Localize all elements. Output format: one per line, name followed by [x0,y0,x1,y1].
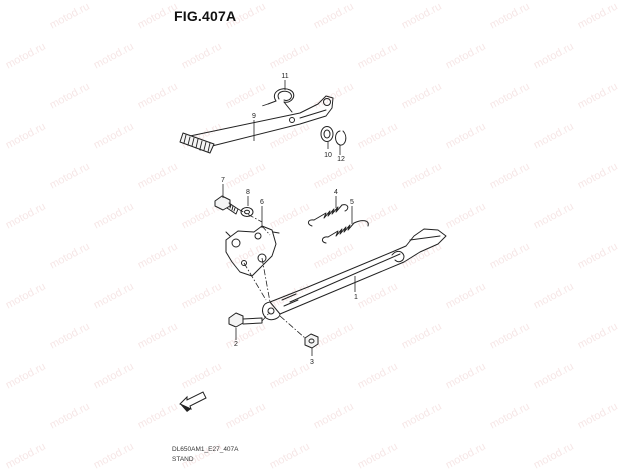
callout-4: 4 [334,189,338,196]
washer-10 [320,126,334,142]
stand-bracket [225,225,280,277]
callout-3: 3 [310,359,314,366]
spring-inner [321,220,369,244]
callout-10: 10 [324,152,332,159]
figure-caption: STAND [172,456,194,463]
callout-5: 5 [350,199,354,206]
callout-11: 11 [281,73,288,80]
figure-code: DL650AM1_E27_407A [172,446,239,453]
callout-8: 8 [246,189,250,196]
callout-6: 6 [260,199,264,206]
leader-lines [222,80,356,356]
callout-labels: 1 2 3 4 5 6 7 8 9 10 11 12 [221,73,358,366]
callout-1: 1 [354,294,358,301]
bolt-7 [214,195,239,215]
stand-pivot-bolt [228,312,263,328]
callout-2: 2 [234,341,238,348]
figure-title: FIG.407A [174,8,237,24]
side-stand [262,228,447,321]
return-spring [267,88,295,113]
brake-pedal [179,95,334,154]
front-direction-arrow-icon [179,391,207,412]
snap-ring-12 [335,130,347,146]
callout-12: 12 [337,156,345,163]
washer-8 [240,207,254,217]
assembly-lines [237,103,306,339]
callout-9: 9 [252,113,256,120]
nut-3 [304,333,319,349]
spring-outer [307,204,349,227]
callout-7: 7 [221,177,225,184]
